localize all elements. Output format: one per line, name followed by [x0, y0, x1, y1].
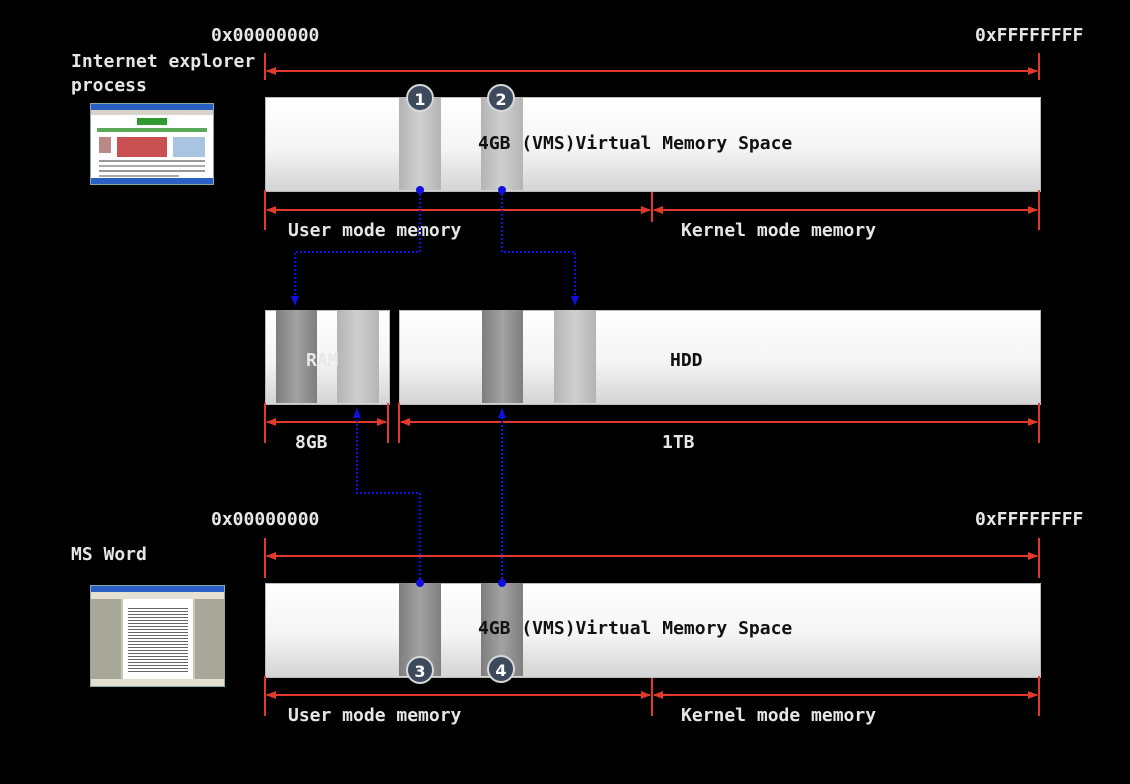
- word-process-label: MS Word: [71, 544, 147, 565]
- badge-2: 2: [487, 84, 515, 112]
- ie-page-block-2: [481, 97, 523, 190]
- mapping-arrow-3-to-ram: [353, 408, 421, 583]
- ie-process-label-line2: process: [71, 75, 147, 96]
- storage-size-arrows: [264, 403, 1040, 443]
- ram-size-label: 8GB: [295, 432, 328, 453]
- word-kernel-mode-label: Kernel mode memory: [681, 705, 877, 726]
- hdd-label: HDD: [670, 350, 703, 371]
- word-vms-label: 4GB (VMS)Virtual Memory Space: [478, 618, 793, 639]
- ie-kernel-mode-label: Kernel mode memory: [681, 220, 877, 241]
- ie-virtual-memory-bar: [265, 97, 1041, 192]
- mapping-dot-2: [498, 186, 506, 194]
- ie-process-label-line1: Internet explorer: [71, 51, 256, 72]
- top-address-end: 0xFFFFFFFF: [975, 25, 1084, 46]
- mapping-dot-4: [498, 579, 506, 587]
- top-address-range-arrow: [264, 53, 1040, 80]
- mapping-dot-1: [416, 186, 424, 194]
- bottom-address-range-arrow: [264, 538, 1040, 578]
- bottom-address-end: 0xFFFFFFFF: [975, 509, 1084, 530]
- ram-page-block-2: [337, 310, 379, 403]
- top-mode-range-arrows: [264, 190, 1040, 230]
- hdd-page-block-2: [554, 310, 596, 403]
- ram-label: RAM: [306, 350, 339, 371]
- ie-user-mode-label: User mode memory: [288, 220, 462, 241]
- mapping-arrow-2-to-hdd: [501, 190, 579, 306]
- hdd-page-block-1: [482, 310, 523, 403]
- word-virtual-memory-bar: [265, 583, 1041, 678]
- bottom-address-start: 0x00000000: [211, 509, 320, 530]
- badge-1: 1: [406, 84, 434, 112]
- ms-word-screenshot-thumbnail: [90, 585, 225, 687]
- hdd-size-label: 1TB: [662, 432, 695, 453]
- badge-3: 3: [406, 656, 434, 684]
- ie-vms-label: 4GB (VMS)Virtual Memory Space: [478, 133, 793, 154]
- ie-page-block-1: [399, 97, 441, 190]
- mapping-arrow-1-to-ram: [291, 190, 421, 306]
- word-user-mode-label: User mode memory: [288, 705, 462, 726]
- top-address-start: 0x00000000: [211, 25, 320, 46]
- bottom-mode-range-arrows: [264, 676, 1040, 716]
- internet-explorer-screenshot-thumbnail: [90, 103, 214, 185]
- ram-page-block-1: [276, 310, 317, 403]
- badge-4: 4: [487, 655, 515, 683]
- mapping-dot-3: [416, 579, 424, 587]
